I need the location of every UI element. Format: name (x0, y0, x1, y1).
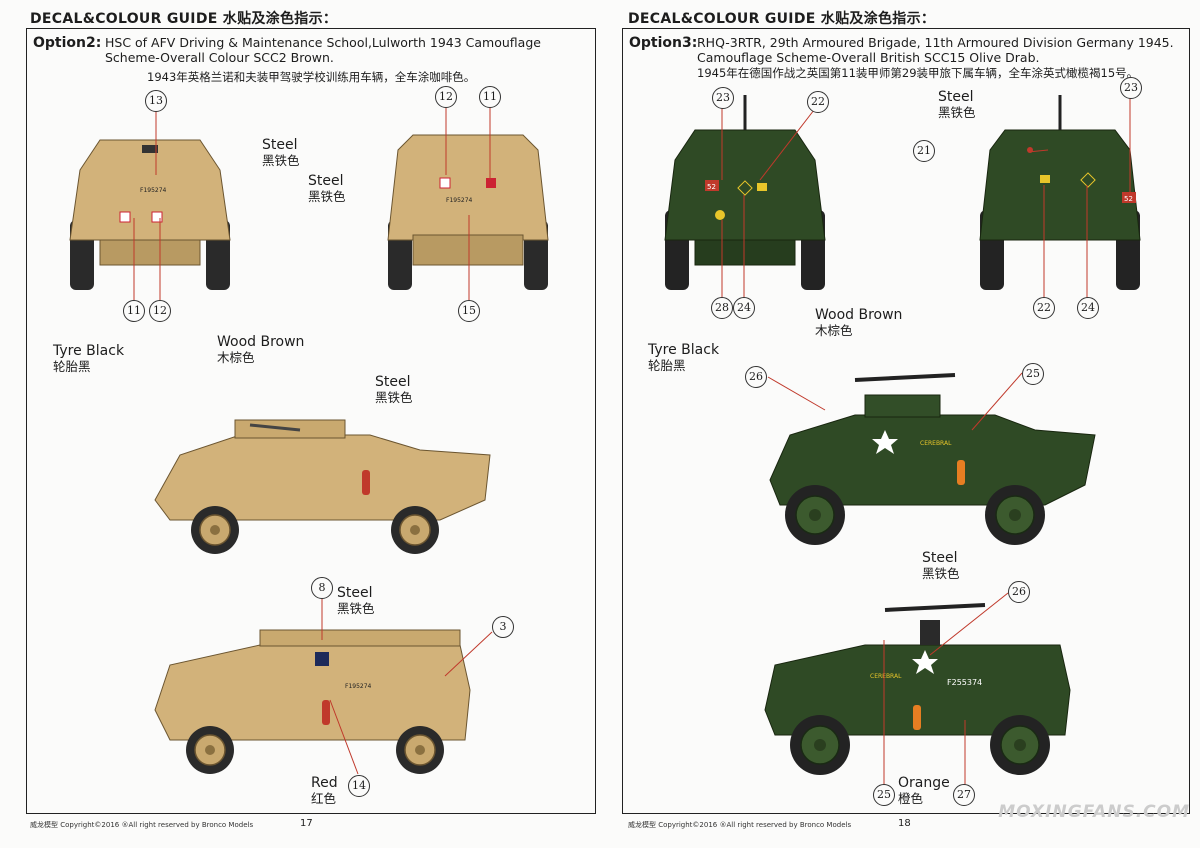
option-frame: Option3: RHQ-3RTR, 29th Armoured Brigade… (622, 28, 1190, 814)
page-right: DECAL&COLOUR GUIDE 水贴及涂色指示： Option3: RHQ… (600, 0, 1200, 848)
serial-text: F195274 (140, 187, 167, 194)
option-desc-line-1: RHQ-3RTR, 29th Armoured Brigade, 11th Ar… (697, 35, 1174, 50)
side-view-vehicle-1 (154, 419, 491, 555)
option-description: HSC of AFV Driving & Maintenance School,… (105, 35, 541, 65)
svg-text:F195274: F195274 (446, 197, 473, 204)
callout-number: 21 (913, 140, 935, 162)
watermark-text: MOXINGFANS.COM (998, 802, 1190, 822)
side-view-vehicle-2: CEREBRAL F255374 (764, 603, 1071, 776)
callout-number: 11 (479, 86, 501, 108)
rear-view-vehicle: F195274 (387, 134, 549, 290)
option-desc-line-2: Scheme-Overall Colour SCC2 Brown. (105, 50, 334, 65)
callout-number: 12 (435, 86, 457, 108)
option-desc-line-1: HSC of AFV Driving & Maintenance School,… (105, 35, 541, 50)
front-view-vehicle: F195274 (69, 139, 231, 290)
callout-number: 25 (873, 784, 895, 806)
callout-number: 8 (311, 577, 333, 599)
vehicle-illustrations-left: F195274 F195274 F195274 (69, 108, 549, 775)
option-chinese-desc: 1943年英格兰诺和夫装甲驾驶学校训练用车辆，全车涂咖啡色。 (147, 70, 476, 84)
callout-number: 23 (712, 87, 734, 109)
page-left: DECAL&COLOUR GUIDE 水贴及涂色指示： Option2: HSC… (26, 11, 596, 829)
callout-number: 25 (1022, 363, 1044, 385)
side-view-vehicle-2: F195274 (154, 629, 471, 775)
side-view-vehicle-1: CEREBRAL (769, 373, 1096, 546)
callout-number: 22 (807, 91, 829, 113)
callout-number: 24 (733, 297, 755, 319)
callout-number: 14 (348, 775, 370, 797)
callout-number: 13 (145, 90, 167, 112)
callout-number: 28 (711, 297, 733, 319)
guide-title: DECAL&COLOUR GUIDE 水贴及涂色指示： (628, 11, 936, 27)
option-label: Option2: (33, 35, 102, 51)
vehicle-illustrations-right: 52 52 CEREBRAL (664, 95, 1141, 793)
option-description: RHQ-3RTR, 29th Armoured Brigade, 11th Ar… (697, 35, 1181, 65)
callout-number: 11 (123, 300, 145, 322)
callout-number: 3 (492, 616, 514, 638)
callout-number: 22 (1033, 297, 1055, 319)
svg-text:F255374: F255374 (947, 678, 982, 687)
svg-text:CEREBRAL: CEREBRAL (870, 673, 902, 680)
svg-text:F195274: F195274 (345, 683, 372, 690)
callout-number: 15 (458, 300, 480, 322)
callout-number: 23 (1120, 77, 1142, 99)
option-desc-line-2: Camouflage Scheme-Overall British SCC15 … (697, 50, 1040, 65)
callout-number: 12 (149, 300, 171, 322)
option-chinese-desc: 1945年在德国作战之英国第11装甲师第29装甲旅下属车辆，全车涂英式橄榄褐15… (697, 66, 1139, 80)
footer-copyright: 威龙模型 Copyright©2016 ®All right reserved … (628, 821, 852, 829)
front-view-vehicle: 52 (664, 95, 826, 290)
callout-number: 24 (1077, 297, 1099, 319)
callout-number: 27 (953, 784, 975, 806)
rear-view-vehicle: 52 (979, 95, 1141, 290)
svg-text:52: 52 (707, 183, 716, 191)
page-number: 18 (898, 818, 911, 829)
callout-number: 26 (745, 366, 767, 388)
option-frame: Option2: HSC of AFV Driving & Maintenanc… (26, 28, 596, 814)
svg-text:52: 52 (1124, 195, 1133, 203)
svg-text:CEREBRAL: CEREBRAL (920, 440, 952, 447)
guide-title: DECAL&COLOUR GUIDE 水贴及涂色指示： (30, 11, 338, 27)
option-label: Option3: (629, 35, 698, 51)
page-number: 17 (300, 818, 313, 829)
callout-number: 26 (1008, 581, 1030, 603)
footer-copyright: 威龙模型 Copyright©2016 ®All right reserved … (30, 821, 254, 829)
